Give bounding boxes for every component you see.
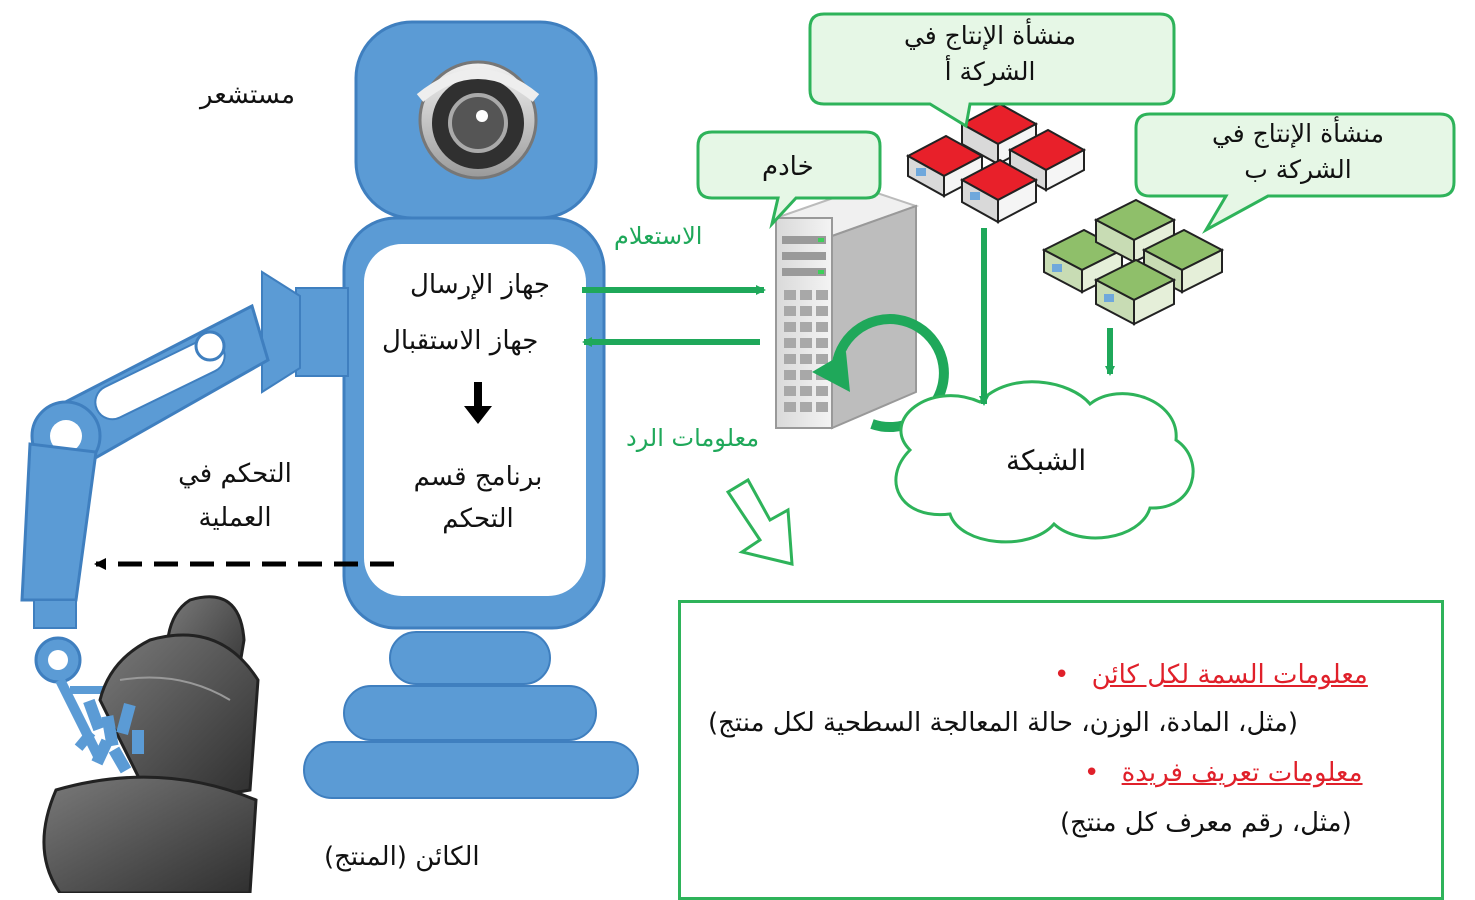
attr-info-title-text: معلومات السمة لكل كائن — [1091, 660, 1368, 690]
id-info-title-text: معلومات تعريف فريدة — [1121, 758, 1363, 788]
facility-b-line-1: منشأة الإنتاج في — [1211, 119, 1385, 148]
facility-b-buildings-icon — [1041, 198, 1225, 326]
base-disc-2 — [343, 685, 597, 741]
camera-lens-inner — [448, 93, 508, 153]
spray-particles — [74, 698, 144, 774]
network-label: الشبكة — [1006, 444, 1087, 477]
camera-lens-hood — [416, 69, 540, 102]
sensor-label: مستشعر — [200, 80, 296, 110]
down-arrow — [464, 382, 492, 424]
id-info-example: (مثل، رقم معرف كل منتج) — [1060, 808, 1352, 838]
facility-a-label: منشأة الإنتاج في الشركة أ — [880, 18, 1100, 90]
camera-lens-glint — [476, 110, 488, 122]
facility-b-label: منشأة الإنتاج في الشركة ب — [1188, 116, 1408, 188]
server-callout — [696, 130, 882, 230]
product-label: الكائن (المنتج) — [324, 842, 480, 872]
process-control-label: التحكم في العملية — [160, 452, 310, 540]
facility-a-callout — [808, 12, 1176, 129]
query-label: الاستعلام — [614, 222, 703, 250]
facility-a-line-1: منشأة الإنتاج في — [903, 21, 1077, 50]
base-disc-3 — [303, 741, 639, 799]
process-control-line-1: التحكم في — [178, 459, 292, 489]
transmitter-label: جهاز الإرسال — [410, 270, 551, 300]
process-control-line-2: العملية — [198, 503, 272, 533]
facility-b-callout — [1134, 112, 1456, 234]
robot-arm — [20, 270, 349, 763]
facility-b-line-2: الشركة ب — [1244, 155, 1352, 184]
control-program-line-2: التحكم — [442, 504, 514, 534]
control-program-label: برنامج قسم التحكم — [400, 456, 556, 540]
id-bullet: • — [1084, 758, 1100, 788]
server-icon — [772, 186, 920, 430]
response-label: معلومات الرد — [626, 424, 760, 452]
base-disc-1 — [389, 631, 551, 685]
info-box — [678, 600, 1444, 900]
receiver-label: جهاز الاستقبال — [382, 326, 539, 356]
server-label: خادم — [762, 152, 814, 182]
attr-bullet: • — [1054, 660, 1070, 690]
attr-info-example: (مثل، المادة، الوزن، حالة المعالجة السطح… — [708, 708, 1299, 738]
car-seat-icon — [42, 595, 260, 893]
info-pointer-arrow — [725, 477, 794, 566]
facility-a-line-2: الشركة أ — [944, 57, 1036, 86]
control-program-line-1: برنامج قسم — [413, 462, 543, 492]
attr-info-title: معلومات السمة لكل كائن • — [1054, 660, 1368, 690]
facility-a-buildings-icon — [905, 102, 1087, 224]
id-info-title: معلومات تعريف فريدة • — [1084, 758, 1363, 788]
